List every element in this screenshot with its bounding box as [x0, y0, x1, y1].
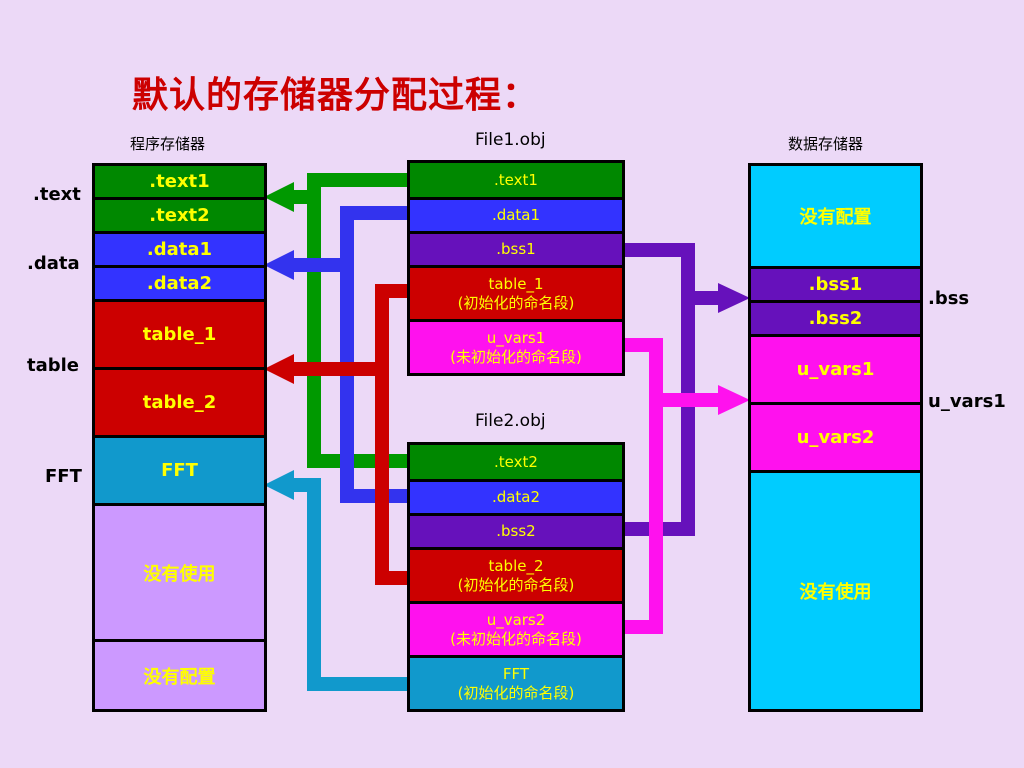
page-title: 默认的存储器分配过程：	[132, 75, 540, 116]
file1-section-1: .data1	[410, 200, 622, 231]
program-memory-cell-label: .data1	[146, 239, 213, 260]
program-memory-cell-label: FFT	[161, 460, 198, 481]
arrow-data-file1	[290, 206, 410, 272]
file1-section-2: .bss1	[410, 234, 622, 265]
data-memory-column: 没有配置 .bss1 .bss2 u_vars1 u_vars2 没有使用	[748, 163, 923, 712]
file1-section-label: .text1	[494, 170, 538, 189]
file1-section-4: u_vars1(未初始化的命名段)	[410, 322, 622, 373]
arrowhead-data	[264, 250, 294, 280]
arrow-table-file2	[375, 369, 410, 585]
file2-header: File2.obj	[475, 411, 546, 431]
file2-section-label: .text2	[494, 452, 538, 471]
data-memory-cell-label: u_vars2	[796, 427, 875, 448]
side-label-fft: FFT	[45, 466, 82, 487]
program-memory-cell-3: .data2	[95, 268, 264, 299]
program-memory-cell-6: FFT	[95, 438, 264, 503]
file2-section-4: u_vars2(未初始化的命名段)	[410, 604, 622, 655]
data-memory-header: 数据存储器	[788, 135, 864, 153]
file1-section-sublabel: (未初始化的命名段)	[450, 347, 582, 366]
data-memory-cell-4: u_vars2	[751, 405, 920, 470]
side-label-bss: .bss	[928, 288, 970, 309]
program-memory-cell-label: table_2	[142, 392, 217, 413]
arrow-fft	[290, 478, 410, 691]
program-memory-header: 程序存储器	[130, 135, 206, 153]
data-memory-cell-2: .bss2	[751, 303, 920, 334]
program-memory-cell-0: .text1	[95, 166, 264, 197]
program-memory-cell-label: 没有使用	[143, 563, 216, 585]
file1-section-sublabel: (初始化的命名段)	[457, 293, 575, 312]
program-memory-cell-2: .data1	[95, 234, 264, 265]
file2-section-label: FFT	[502, 664, 530, 683]
program-memory-cell-4: table_1	[95, 302, 264, 367]
file2-section-label: .bss2	[496, 522, 536, 540]
arrowhead-uvars	[718, 385, 750, 415]
file1-header: File1.obj	[475, 130, 546, 150]
file2-section-label: table_2	[488, 556, 544, 575]
arrow-bss-file1	[623, 243, 722, 305]
file1-section-label: table_1	[488, 274, 544, 293]
file2-section-3: table_2(初始化的命名段)	[410, 550, 622, 601]
arrow-table-file1	[290, 284, 410, 376]
file2-section-label: u_vars2	[486, 610, 546, 629]
program-memory-cell-label: 没有配置	[143, 666, 216, 688]
arrow-text-file1	[290, 173, 410, 204]
file1-section-label: u_vars1	[486, 328, 546, 347]
file2-section-sublabel: (初始化的命名段)	[457, 575, 575, 594]
data-memory-cell-label: .bss2	[808, 308, 863, 329]
data-memory-cell-label: u_vars1	[796, 359, 875, 380]
file2-section-label: .data2	[491, 488, 541, 506]
program-memory-cell-label: .text2	[149, 205, 210, 226]
arrow-bss-file2	[623, 298, 695, 536]
file2-section-1: .data2	[410, 482, 622, 513]
program-memory-cell-label: table_1	[142, 324, 217, 345]
data-memory-cell-1: .bss1	[751, 269, 920, 300]
side-label-data: .data	[27, 253, 80, 274]
arrowhead-bss	[718, 283, 750, 313]
program-memory-cell-8: 没有配置	[95, 642, 264, 709]
program-memory-cell-label: .data2	[146, 273, 213, 294]
arrowhead-table	[264, 354, 294, 384]
arrowhead-text	[264, 182, 294, 212]
file1-section-0: .text1	[410, 163, 622, 197]
data-memory-cell-label: 没有使用	[799, 582, 872, 603]
program-memory-cell-1: .text2	[95, 200, 264, 231]
program-memory-cell-5: table_2	[95, 370, 264, 435]
side-label-text: .text	[33, 184, 81, 205]
data-memory-cell-label: .bss1	[808, 274, 863, 295]
file2-section-sublabel: (未初始化的命名段)	[450, 629, 582, 648]
program-memory-cell-label: .text1	[149, 171, 210, 192]
arrowhead-fft	[264, 470, 294, 500]
file1-section-label: .bss1	[496, 240, 536, 258]
data-memory-cell-5: 没有使用	[751, 473, 920, 709]
program-memory-cell-7: 没有使用	[95, 506, 264, 639]
arrow-uvars-file1	[623, 338, 722, 407]
file2-section-2: .bss2	[410, 516, 622, 547]
arrow-text-file2	[307, 197, 410, 468]
arrow-uvars-file2	[623, 400, 663, 634]
side-label-uvars1: u_vars1	[928, 391, 1006, 412]
file2-section-5: FFT(初始化的命名段)	[410, 658, 622, 709]
data-memory-cell-label: 没有配置	[799, 207, 872, 228]
data-memory-cell-3: u_vars1	[751, 337, 920, 402]
side-label-table: table	[27, 355, 80, 376]
file1-section-label: .data1	[491, 206, 541, 224]
data-memory-cell-0: 没有配置	[751, 166, 920, 266]
file2-section-0: .text2	[410, 445, 622, 479]
file1-section-3: table_1(初始化的命名段)	[410, 268, 622, 319]
file2-section-sublabel: (初始化的命名段)	[457, 683, 575, 702]
